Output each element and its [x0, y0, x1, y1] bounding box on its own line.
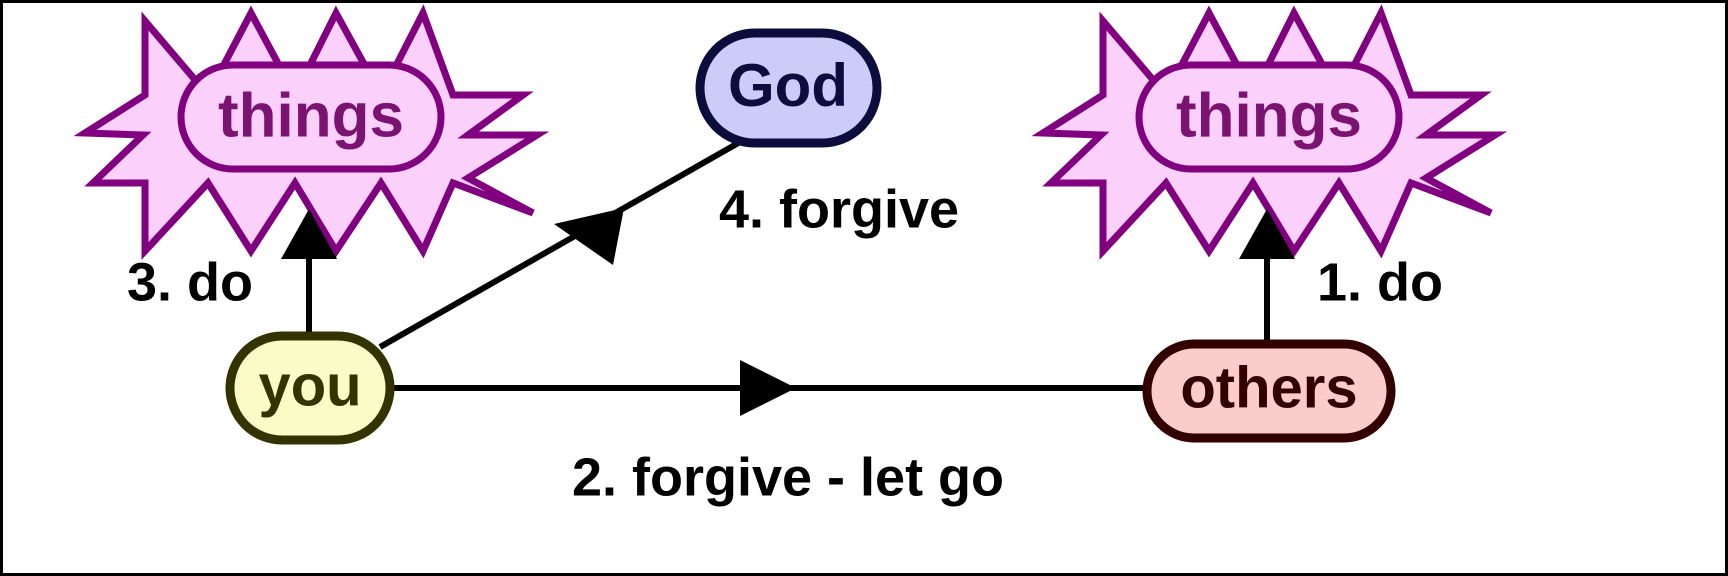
edge-4-line [378, 139, 742, 350]
you-capsule [225, 331, 395, 445]
god-label: God [728, 52, 848, 119]
god-capsule [695, 28, 882, 148]
edge-1-label: 1. do [1317, 252, 1443, 312]
you-label: you [258, 353, 361, 418]
things-right-label: things [1176, 81, 1362, 150]
edge-2-arrowhead-icon [740, 360, 796, 416]
node-you[interactable]: you [225, 331, 395, 445]
things-label-capsule [177, 61, 445, 173]
diagram-svg: things things G [73, 4, 1508, 507]
edge-4-label: 4. forgive [719, 179, 959, 239]
edge-3-label: 3. do [127, 252, 253, 312]
node-god[interactable]: God [695, 28, 882, 148]
others-capsule [1142, 339, 1396, 443]
edge-1-do[interactable] [1239, 209, 1295, 353]
node-things-left[interactable]: things [73, 4, 550, 260]
things-left-label: things [218, 81, 404, 150]
edge-4-forgive[interactable] [378, 139, 742, 350]
edge-2-forgive-let-go[interactable] [391, 360, 1149, 416]
edge-2-label: 2. forgive - let go [572, 447, 1004, 507]
things-label-capsule [1135, 61, 1403, 173]
others-label: others [1180, 355, 1357, 420]
node-things-right[interactable]: things [1031, 4, 1508, 260]
edge-3-arrowhead-icon [281, 209, 337, 259]
edge-1-arrowhead-icon [1239, 209, 1295, 259]
node-others[interactable]: others [1142, 339, 1396, 443]
edge-4-arrowhead-icon [554, 208, 624, 265]
